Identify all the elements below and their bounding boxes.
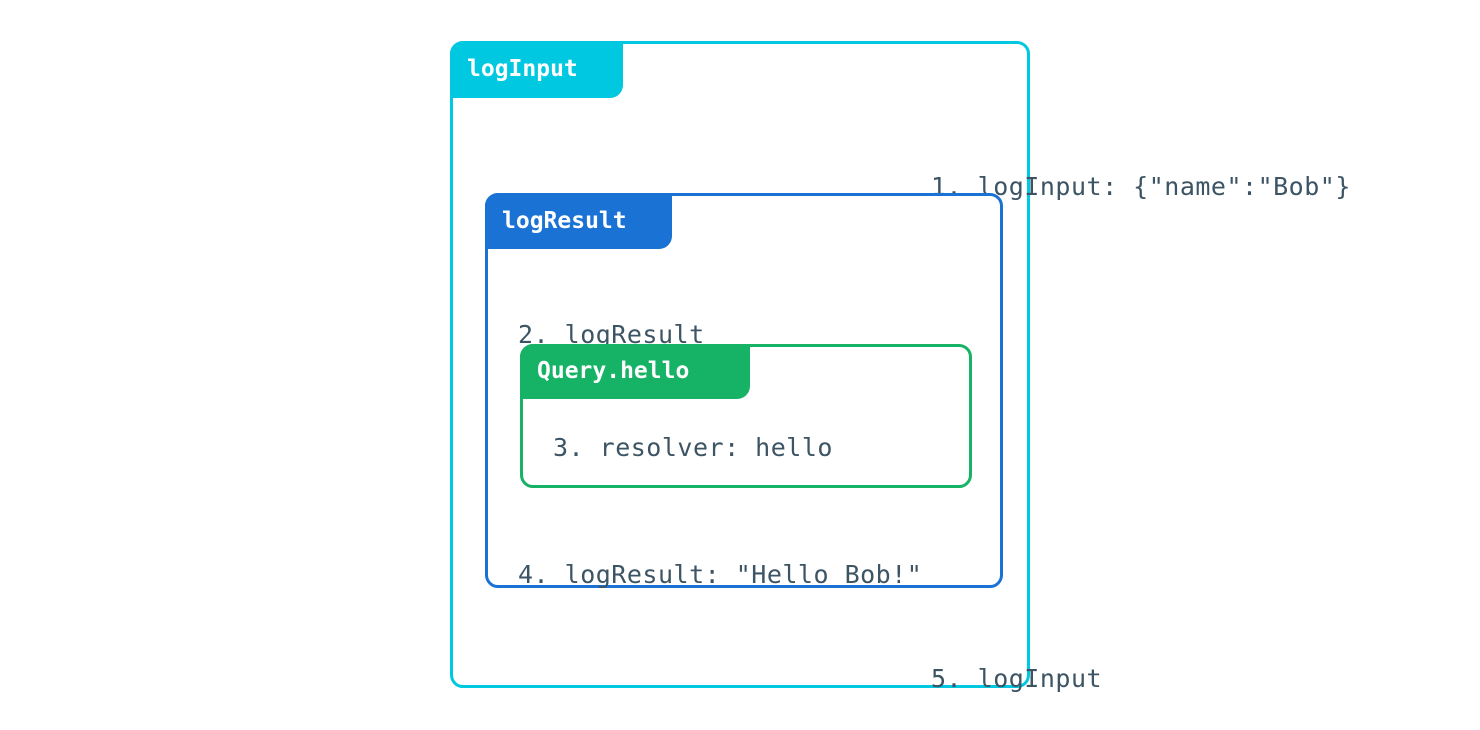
trace-line-1: 1. logInput: {"name":"Bob"} xyxy=(931,172,1351,201)
trace-box-queryhello[interactable]: Query.hello 3. resolver: hello xyxy=(520,344,972,488)
trace-box-loginput[interactable]: logInput 1. logInput: {"name":"Bob"} log… xyxy=(450,41,1350,691)
box-tab-loginput[interactable]: logInput xyxy=(450,41,623,98)
trace-line-5: 5. logInput xyxy=(931,664,1103,693)
box-tab-queryhello[interactable]: Query.hello xyxy=(520,344,750,399)
trace-line-2: 2. logResult xyxy=(518,320,705,349)
trace-line-4: 4. logResult: "Hello Bob!" xyxy=(518,560,923,589)
trace-box-logresult[interactable]: logResult 2. logResult Query.hello 3. re… xyxy=(485,193,1003,588)
box-tab-logresult[interactable]: logResult xyxy=(485,193,672,249)
trace-line-3: 3. resolver: hello xyxy=(553,433,833,462)
